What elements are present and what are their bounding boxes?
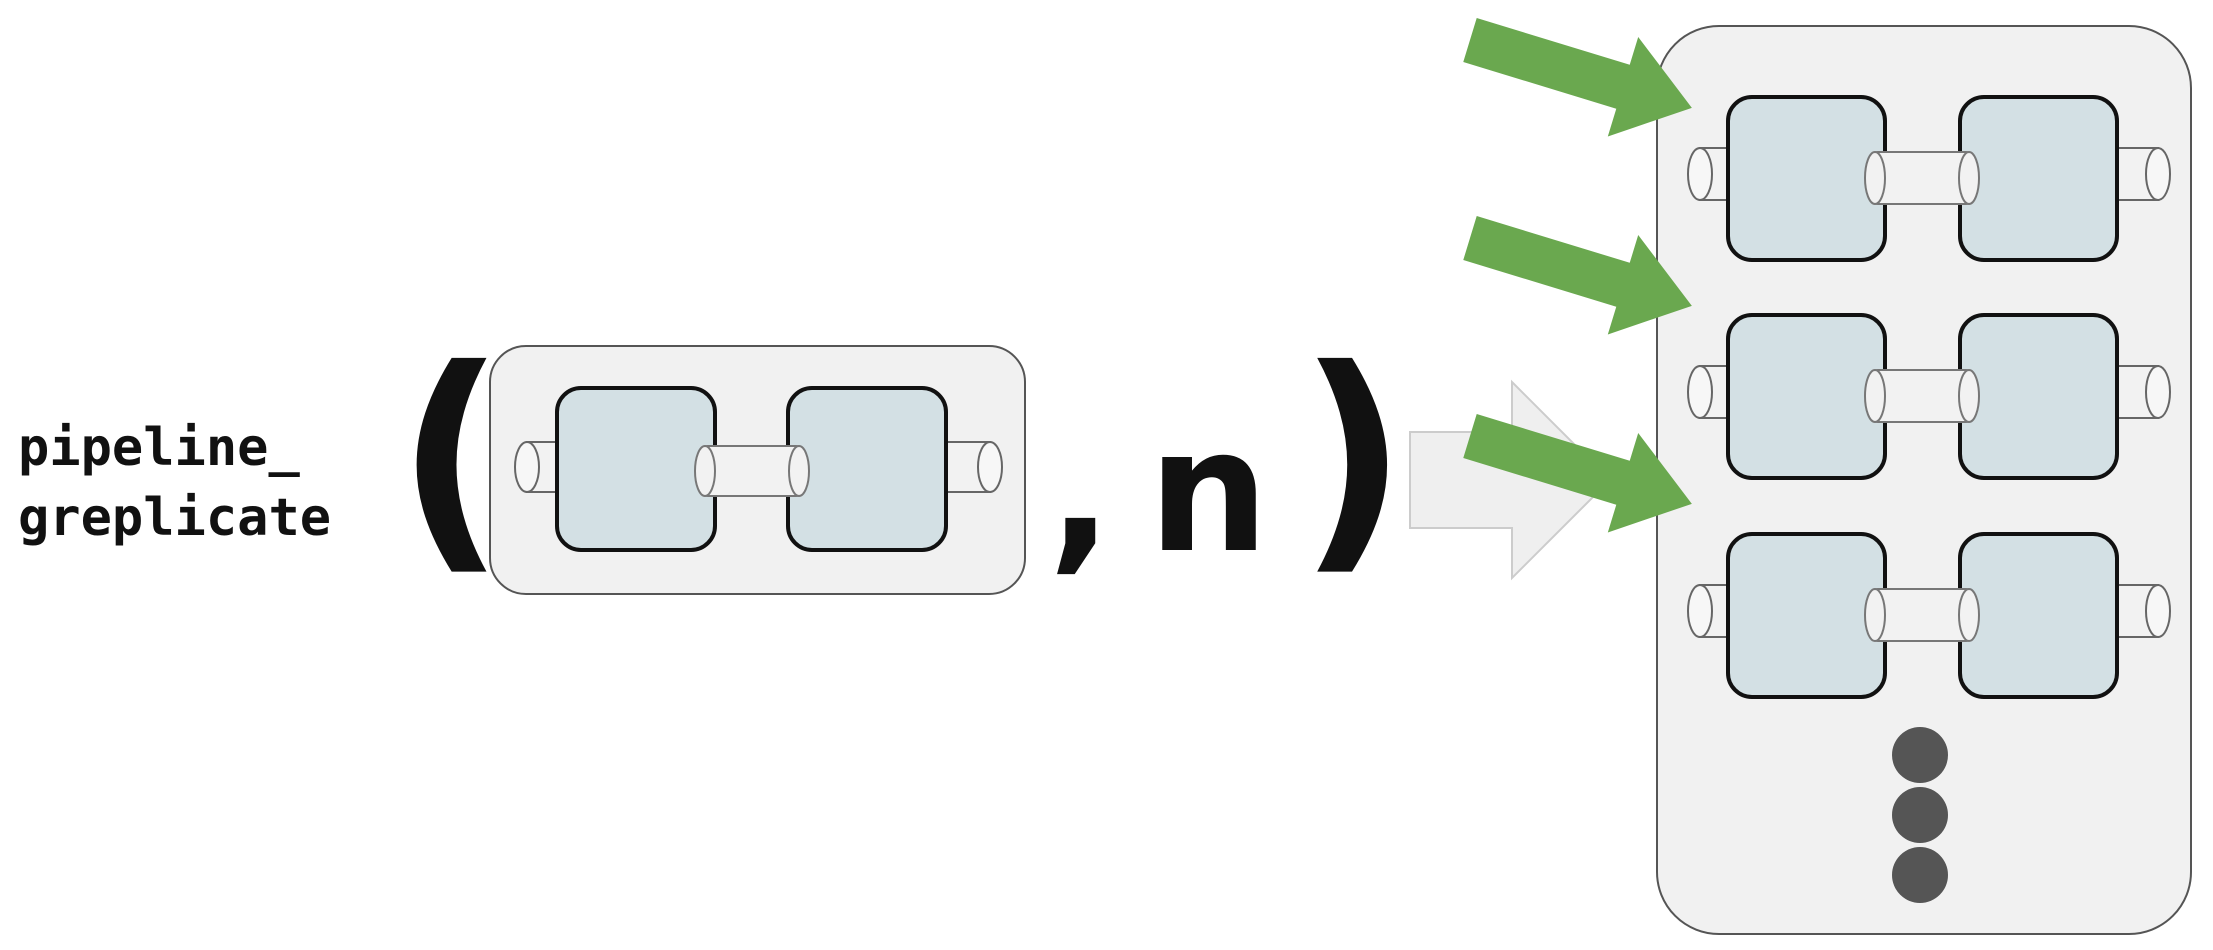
pipeline-stage xyxy=(1958,95,2119,262)
output-pipelines-container xyxy=(1656,25,2192,935)
function-name: pipeline_ greplicate xyxy=(18,418,331,548)
input-arrows xyxy=(1463,18,1692,533)
argument-separator-comma: , xyxy=(1048,393,1113,591)
pipeline-stage xyxy=(1726,532,1887,699)
function-name-line-2: greplicate xyxy=(18,488,331,548)
pipeline-stage xyxy=(1958,532,2119,699)
green-arrow-icon xyxy=(1463,216,1692,335)
big-arrow-right-icon xyxy=(1409,379,1612,581)
pipeline-stage xyxy=(1726,95,1887,262)
ellipsis-dot xyxy=(1892,847,1948,903)
connector-pipe-icon xyxy=(1864,151,1980,205)
pipeline-stage xyxy=(555,386,717,552)
function-name-line-1: pipeline_ xyxy=(18,418,300,478)
pipeline-stage xyxy=(1726,313,1887,480)
vertical-ellipsis-icon xyxy=(1892,727,1948,903)
pipeline-stage xyxy=(786,386,948,552)
connector-pipe-icon xyxy=(1864,369,1980,423)
ellipsis-dot xyxy=(1892,727,1948,783)
replicated-pipeline-2 xyxy=(1687,313,2171,480)
right-pipe-icon xyxy=(939,441,1003,493)
input-pipeline-icon xyxy=(489,345,1026,595)
close-parenthesis: ) xyxy=(1298,317,1408,597)
connector-pipe-icon xyxy=(694,445,810,497)
connector-pipe-icon xyxy=(1864,588,1980,642)
pipeline-stage xyxy=(1958,313,2119,480)
green-arrow-icon xyxy=(1463,414,1692,533)
open-parenthesis: ( xyxy=(396,317,506,597)
green-arrow-icon xyxy=(1463,18,1692,137)
argument-n: n xyxy=(1148,393,1269,591)
replicated-pipeline-1 xyxy=(1687,95,2171,262)
ellipsis-dot xyxy=(1892,787,1948,843)
replicated-pipeline-3 xyxy=(1687,532,2171,699)
